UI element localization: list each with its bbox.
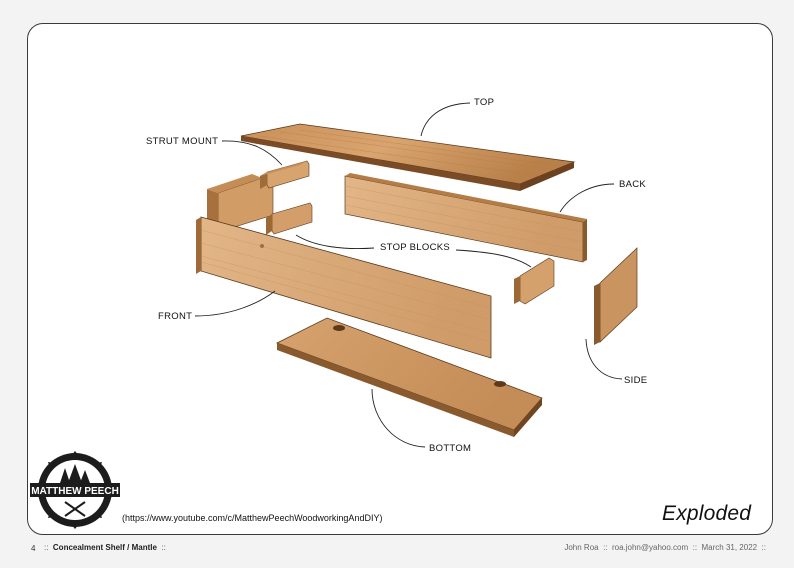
leader-bottom xyxy=(371,388,426,448)
footer-separator: :: xyxy=(603,543,608,552)
stop-block-left xyxy=(266,202,313,235)
logo-text: MATTHEW PEECH xyxy=(31,486,119,497)
footer-separator: :: xyxy=(161,543,166,552)
page-icon: 4 xyxy=(31,544,36,553)
label-strut-mount: STRUT MOUNT xyxy=(146,136,219,147)
footer-project: Concealment Shelf / Mantle xyxy=(52,543,157,552)
front-board xyxy=(196,216,492,359)
leader-top xyxy=(420,102,471,137)
leader-front xyxy=(194,290,276,317)
label-front: FRONT xyxy=(158,311,193,322)
leader-stop-block-left xyxy=(295,234,375,250)
channel-url: (https://www.youtube.com/c/MatthewPeechW… xyxy=(122,513,383,523)
leader-stop-block-right xyxy=(455,249,532,268)
footer-email: roa.john@yahoo.com xyxy=(611,543,689,552)
label-back: BACK xyxy=(619,179,647,190)
footer-separator: :: xyxy=(692,543,698,552)
view-label: Exploded xyxy=(662,502,752,525)
label-side: SIDE xyxy=(624,375,648,386)
footer-date: March 31, 2022 xyxy=(701,543,758,552)
footer-author: John Roa xyxy=(564,543,599,552)
footer-separator: :: xyxy=(761,543,766,552)
footer-separator: :: xyxy=(44,543,49,552)
strut-mount-block xyxy=(260,160,310,189)
top-board xyxy=(240,123,576,191)
leader-side xyxy=(585,338,623,380)
label-top: TOP xyxy=(474,97,495,108)
label-bottom: BOTTOM xyxy=(429,443,472,454)
matthew-peech-logo: MATTHEW PEECH xyxy=(30,451,120,529)
right-side-panel xyxy=(594,247,638,345)
leader-strut-mount xyxy=(221,140,283,166)
footer-left: :: Concealment Shelf / Mantle :: xyxy=(44,543,166,552)
leader-back xyxy=(559,183,615,213)
footer-right: John Roa :: roa.john@yahoo.com :: March … xyxy=(564,543,766,552)
leader-lines xyxy=(194,102,623,448)
bottom-board xyxy=(275,317,543,437)
back-board xyxy=(344,173,587,263)
label-stop-blocks: STOP BLOCKS xyxy=(380,242,451,253)
stop-block-right xyxy=(514,257,555,305)
